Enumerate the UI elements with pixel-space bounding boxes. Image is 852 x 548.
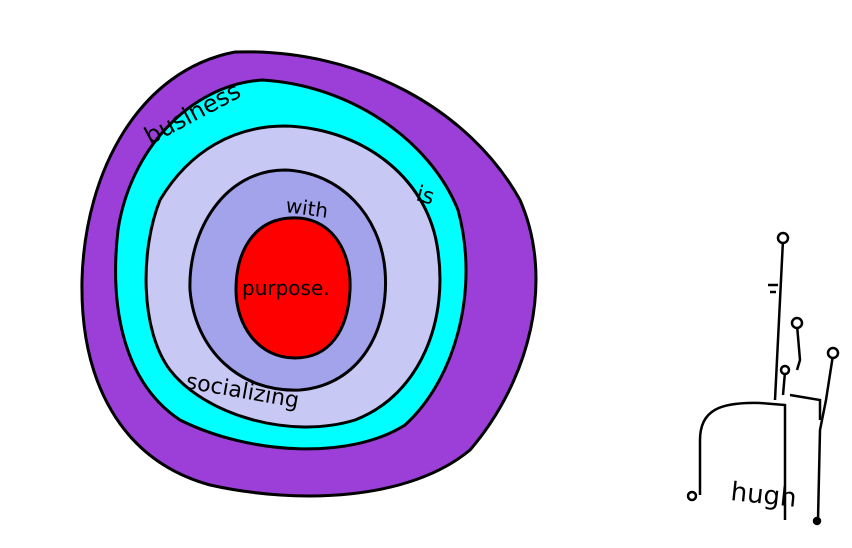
signature-doodle: hugh xyxy=(686,231,840,526)
label-purpose: purpose. xyxy=(242,276,330,300)
label-is: is xyxy=(413,182,436,211)
signature-hugh: hugh xyxy=(729,477,798,514)
ring-purpose xyxy=(234,216,352,360)
concentric-rings xyxy=(80,50,538,498)
label-with: with xyxy=(284,193,329,223)
